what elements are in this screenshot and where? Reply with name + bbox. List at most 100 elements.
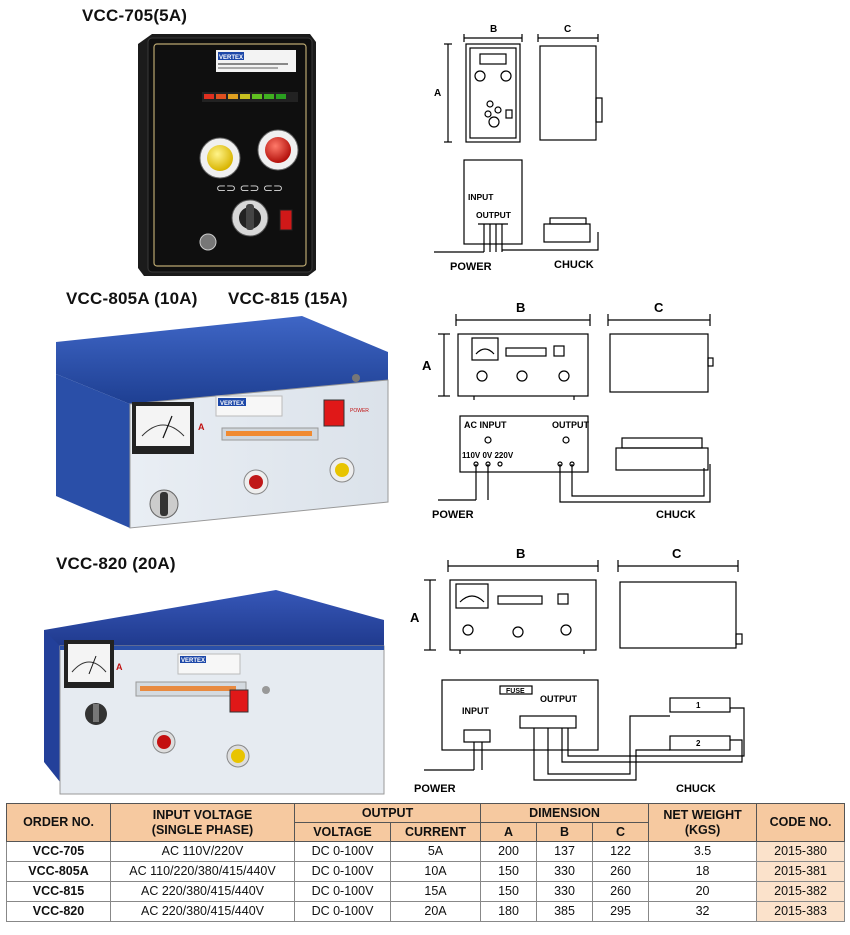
dim-c-label-3: C [672,546,682,561]
cell-voltage: DC 0-100V [294,901,391,922]
dim-b-label-2: B [516,300,525,315]
header-input-voltage-line1: INPUT VOLTAGE [152,807,253,822]
diagram-vcc-820: B C A FUSE INPUT OUTPUT 1 2 POWER CHUCK [410,546,745,795]
led-bar-3 [135,681,247,697]
cell-code: 2015-381 [756,861,846,882]
header-current: CURRENT [389,822,482,842]
selector-switch[interactable] [246,204,254,230]
header-dimension: DIMENSION [480,803,650,823]
header-net-weight-line2: (KGS) [684,822,721,837]
chuck-1-label: 1 [696,701,701,710]
power-switch-3[interactable] [229,689,249,713]
vcc-820-photo: A VERTEX [44,590,385,795]
yellow-knob-3[interactable] [231,749,245,763]
dim-a-label: A [434,88,441,99]
header-order-no: ORDER NO. [6,803,111,842]
brand-label: VERTEX [219,55,243,61]
cell-a: 150 [480,861,538,882]
title-vcc-815: VCC-815 (15A) [228,289,348,308]
chuck-label: CHUCK [554,259,594,271]
cell-order: VCC-820 [6,901,111,922]
fuse-holder [199,233,217,251]
vcc-805a-photo: A VERTEX POWER [56,316,389,529]
cell-code: 2015-380 [756,841,846,862]
output-label-2: OUTPUT [552,420,590,430]
yellow-knob[interactable] [207,145,233,171]
brand-label-3: VERTEX [181,658,205,664]
output-label-3: OUTPUT [540,694,578,704]
cell-voltage: DC 0-100V [294,881,391,902]
cell-c: 260 [592,881,650,902]
cell-b: 330 [536,881,594,902]
cell-b: 385 [536,901,594,922]
header-net-weight-line1: NET WEIGHT [663,807,742,822]
vcc-705-photo: VERTEX ⊂⊃ ⊂⊃ ⊂⊃ [138,34,316,276]
chuck-2-label: 2 [696,739,701,748]
power-switch-2[interactable] [323,399,345,427]
cell-input: AC 110/220/380/415/440V [110,861,295,882]
mode-icon: ⊂⊃ ⊂⊃ ⊂⊃ [216,181,283,195]
header-dim-a: A [480,822,538,842]
red-knob[interactable] [265,137,291,163]
cell-b: 330 [536,861,594,882]
cell-current: 5A [389,841,482,862]
led-bar [202,92,298,102]
cell-current: 10A [389,861,482,882]
power-label: POWER [450,261,492,273]
power-switch[interactable] [279,209,293,231]
ammeter-unit-3: A [116,662,123,672]
cell-c: 295 [592,901,650,922]
header-input-voltage: INPUT VOLTAGE (SINGLE PHASE) [110,803,295,842]
cell-c: 260 [592,861,650,882]
cell-input: AC 110V/220V [110,841,295,862]
cell-weight: 18 [648,861,758,882]
header-net-weight: NET WEIGHT (KGS) [648,803,758,842]
cell-current: 15A [389,881,482,902]
fuse-label: FUSE [506,688,525,695]
voltage-taps: 110V 0V 220V [462,451,514,460]
yellow-knob-2[interactable] [335,463,349,477]
input-label-3: INPUT [462,706,490,716]
header-output: OUTPUT [293,803,482,823]
current-knob[interactable] [249,475,263,489]
dim-a-label-3: A [410,610,420,625]
dim-b-label: B [490,24,497,35]
header-dim-c: C [592,822,650,842]
dim-b-label-3: B [516,546,525,561]
cell-order: VCC-705 [6,841,111,862]
cell-a: 180 [480,901,538,922]
ammeter-unit: A [198,422,205,432]
cell-c: 122 [592,841,650,862]
cell-order: VCC-805A [6,861,111,882]
brand-label-2: VERTEX [220,401,244,407]
cell-input: AC 220/380/415/440V [110,901,295,922]
title-vcc-705: VCC-705(5A) [82,6,188,25]
output-label: OUTPUT [476,210,512,220]
header-voltage: VOLTAGE [294,822,391,842]
title-vcc-820: VCC-820 (20A) [56,554,176,573]
cell-code: 2015-382 [756,881,846,902]
power-text: POWER [350,408,369,414]
spec-table: ORDER NO. INPUT VOLTAGE (SINGLE PHASE) O… [6,803,846,922]
cell-a: 200 [480,841,538,862]
cell-voltage: DC 0-100V [294,841,391,862]
ac-input-label: AC INPUT [464,420,507,430]
selector-switch-2[interactable] [160,492,168,516]
cell-current: 20A [389,901,482,922]
cell-a: 150 [480,881,538,902]
diagram-vcc-805a: B C A AC INPUT OUTPUT 110V 0V 220V POWER… [422,300,714,521]
current-knob-3[interactable] [157,735,171,749]
cell-code: 2015-383 [756,901,846,922]
dim-c-label: C [564,24,571,35]
cell-weight: 32 [648,901,758,922]
cell-b: 137 [536,841,594,862]
cell-weight: 3.5 [648,841,758,862]
cell-order: VCC-815 [6,881,111,902]
header-input-voltage-line2: (SINGLE PHASE) [151,822,254,837]
header-code-no: CODE NO. [756,803,846,842]
diagram-vcc-705: B C A INPUT OUTPUT POWER CHUCK [434,24,603,273]
